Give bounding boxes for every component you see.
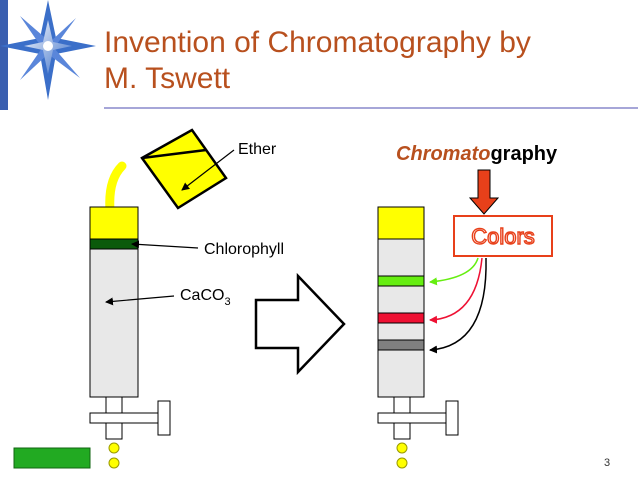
ether-arrow — [181, 149, 235, 191]
heading-graphy: graphy — [490, 143, 558, 165]
down-arrow-icon — [468, 169, 500, 215]
colors-box — [453, 215, 553, 257]
column-separated — [377, 206, 459, 469]
caco3-arrow — [105, 295, 175, 306]
flask-icon — [105, 128, 228, 215]
nav-button[interactable] — [13, 447, 91, 469]
page-number: 3 — [604, 457, 610, 469]
band-red — [377, 312, 425, 324]
column-original — [89, 206, 171, 469]
heading-chromato: Chromato — [396, 143, 490, 165]
label-caco3-main: CaCO — [180, 287, 224, 304]
right-arrow-icon — [254, 272, 346, 376]
label-chlorophyll: Chlorophyll — [204, 241, 284, 258]
colors-label: Colors — [471, 224, 535, 249]
slide-title-line2: M. Tswett — [104, 62, 231, 95]
chlorophyll-arrow — [131, 240, 199, 249]
star-logo-icon — [0, 0, 96, 100]
left-accent-bar — [0, 0, 8, 110]
slide-title-line1: Invention of Chromatography by — [104, 26, 531, 59]
curve-arrow-red — [429, 257, 483, 324]
label-caco3-subscript: 3 — [224, 296, 230, 308]
band-gray — [377, 339, 425, 351]
label-caco3: CaCO3 — [180, 287, 231, 308]
band-green — [377, 275, 425, 287]
curve-arrow-black — [429, 257, 487, 354]
curve-arrow-green — [429, 257, 479, 286]
heading-chromatography: Chromatography — [396, 143, 558, 165]
label-ether: Ether — [238, 141, 277, 158]
